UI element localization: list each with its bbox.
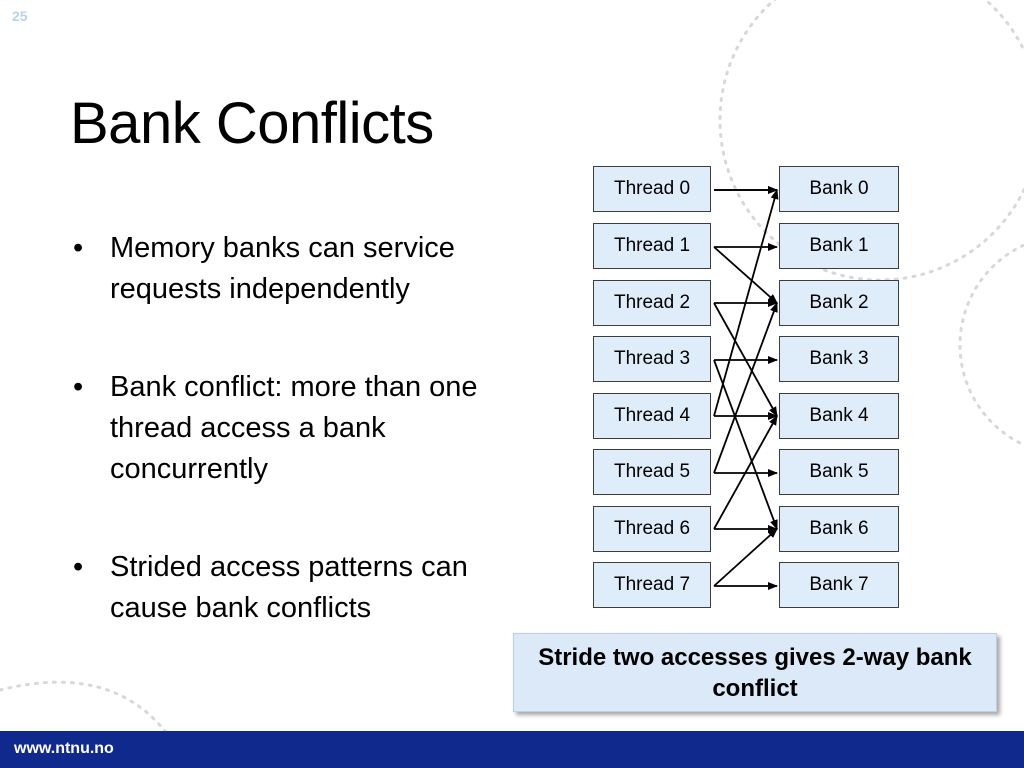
bank-box: Bank 3 xyxy=(779,336,899,382)
bank-box: Bank 1 xyxy=(779,223,899,269)
slide-title: Bank Conflicts xyxy=(70,91,434,156)
footer-bar: www.ntnu.no xyxy=(0,731,1024,768)
thread-box: Thread 1 xyxy=(593,223,711,269)
bank-box: Bank 7 xyxy=(779,562,899,608)
bank-box: Bank 5 xyxy=(779,449,899,495)
caption-box: Stride two accesses gives 2-way bank con… xyxy=(513,633,997,712)
bank-box: Bank 4 xyxy=(779,393,899,439)
bullet-item: Memory banks can service requests indepe… xyxy=(70,228,490,310)
thread-box: Thread 5 xyxy=(593,449,711,495)
bullet-list: Memory banks can service requests indepe… xyxy=(70,228,490,686)
bank-box: Bank 0 xyxy=(779,166,899,212)
bullet-item: Bank conflict: more than one thread acce… xyxy=(70,367,490,490)
thread-box: Thread 3 xyxy=(593,336,711,382)
slide-number: 25 xyxy=(12,8,28,24)
bank-box: Bank 6 xyxy=(779,506,899,552)
thread-box: Thread 4 xyxy=(593,393,711,439)
thread-box: Thread 0 xyxy=(593,166,711,212)
thread-box: Thread 6 xyxy=(593,506,711,552)
footer-url[interactable]: www.ntnu.no xyxy=(14,740,114,757)
thread-box: Thread 2 xyxy=(593,280,711,326)
thread-box: Thread 7 xyxy=(593,562,711,608)
bank-box: Bank 2 xyxy=(779,280,899,326)
bullet-item: Strided access patterns can cause bank c… xyxy=(70,547,490,629)
